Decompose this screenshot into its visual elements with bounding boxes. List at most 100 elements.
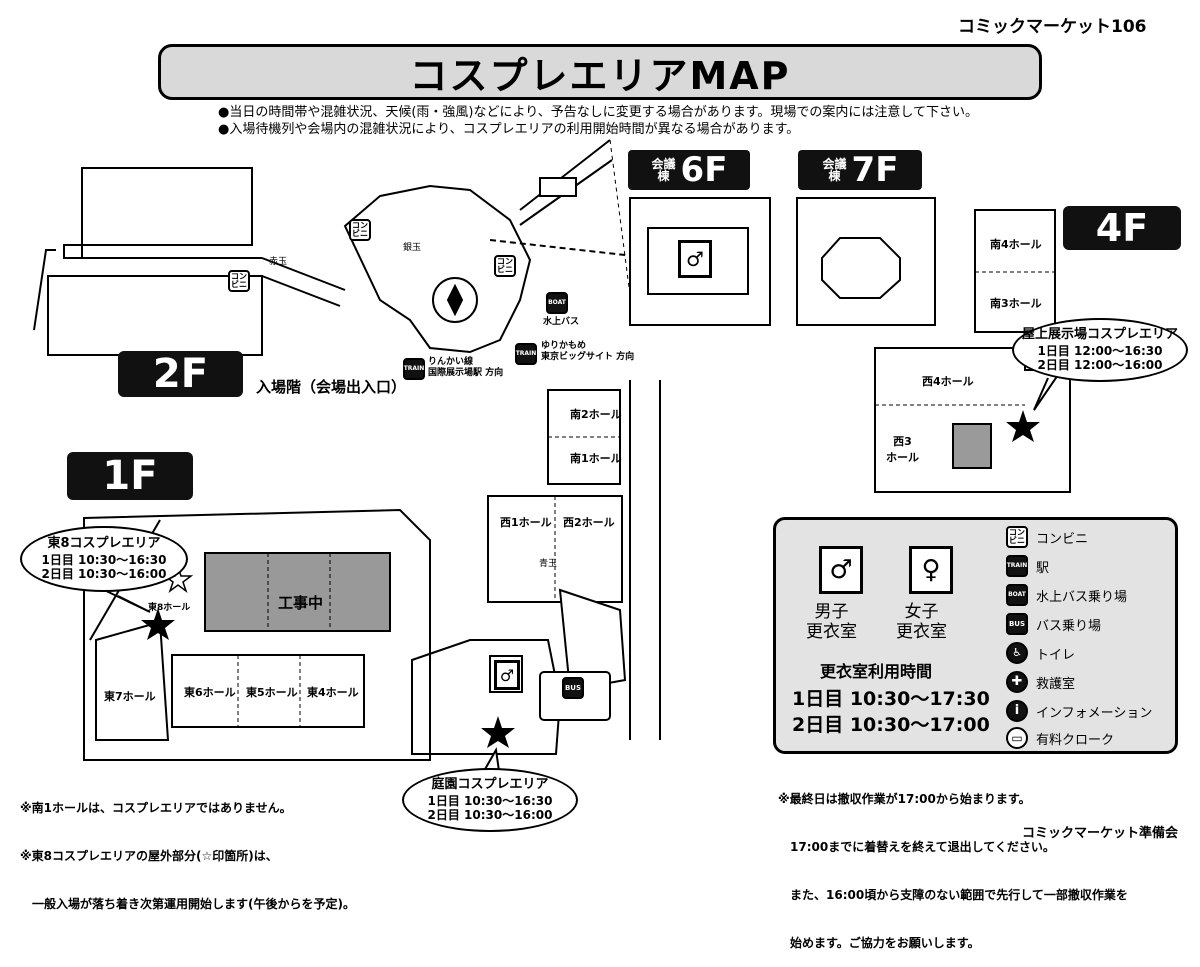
legend-item-toilet: ♿ トイレ (1006, 642, 1075, 664)
map-east-hall-7-8 (95, 620, 170, 741)
floor-6f-label: 6F (680, 150, 728, 190)
changing-room-hours-day1: 1日目 10:30～17:30 (792, 688, 990, 710)
convenience-store-icon: コンビニ (228, 270, 250, 292)
male-changing-room-icon: ♂ (494, 660, 520, 690)
garden-area-bubble: 庭園コスプレエリア 1日目 10:30～16:30 2日目 10:30～16:0… (402, 768, 578, 832)
footnotes-left: ※南1ホールは、コスプレエリアではありません。 ※東8コスプレエリアの屋外部分(… (20, 768, 355, 928)
footnote-right-3: また、16:00頃から支障のない範囲で先行して一部撤収作業を (778, 888, 1128, 902)
floor-2f-caption: 入場階（会場出入口） (256, 378, 407, 396)
conv-line1: コン (497, 257, 513, 266)
conference-6f-badge: 会議棟 6F (628, 150, 750, 190)
east8-area-bubble: 東8コスプレエリア 1日目 10:30～16:30 2日目 10:30～16:0… (20, 526, 188, 592)
legend-panel: ♂ 男子 更衣室 ♀ 女子 更衣室 更衣室利用時間 1日目 10:30～17:3… (773, 517, 1178, 754)
footnote-right-1: ※最終日は撤収作業が17:00から始まります。 (778, 792, 1031, 806)
rooftop-area-star (1006, 410, 1040, 442)
conference-label: 会議棟 (822, 157, 847, 183)
legend-label-cloakroom: 有料クローク (1036, 732, 1115, 748)
hall-nishi2: 西2ホール (563, 516, 615, 529)
east8-area-star (141, 608, 175, 640)
footnote-left-3: 一般入場が落ち着き次第運用開始します(午後からを予定)。 (20, 897, 355, 911)
notice-1: ●当日の時間帯や混雑状況、天候(雨・強風)などにより、予告なしに変更する場合があ… (218, 105, 979, 120)
convenience-store-icon: コンビニ (1006, 526, 1028, 548)
legend-label-toilet: トイレ (1036, 647, 1076, 663)
conv-line2: ビニ (231, 280, 247, 289)
male-changing-room-label: 男子 更衣室 (806, 602, 857, 642)
map-2f-east-building (63, 167, 253, 259)
legend-item-water-bus: BOAT 水上バス乗り場 (1006, 584, 1127, 606)
bus-icon: BUS (562, 677, 584, 699)
map-4f-south-halls (974, 209, 1056, 333)
first-aid-icon: ✚ (1006, 671, 1028, 693)
map-2f-east-edge (33, 249, 56, 331)
legend-item-bus: BUS バス乗り場 (1006, 613, 1101, 635)
east8-area-day1: 1日目 10:30～16:30 (41, 553, 167, 567)
legend-label-bus: バス乗り場 (1036, 618, 1102, 634)
rinkai-line-label: りんかい線 国際展示場駅 方向 (428, 357, 503, 379)
legend-label-first-aid: 救護室 (1036, 676, 1076, 692)
legend-item-first-aid: ✚ 救護室 (1006, 671, 1075, 693)
aodama-label: 青玉 (539, 559, 558, 569)
yurikamome-direction: 東京ビッグサイト 方向 (541, 352, 635, 362)
yurikamome-line: ゆりかもめ (541, 341, 587, 351)
conv-line1: コン (1009, 528, 1025, 537)
conv-line2: ビニ (352, 229, 368, 238)
map-2f-east-lower (47, 275, 263, 356)
hall-nishi4: 西4ホール (922, 375, 974, 388)
organizer-name: コミックマーケット準備会 (1022, 826, 1179, 841)
female-changing-room-label: 女子 更衣室 (896, 602, 947, 642)
changing-room-hours-title: 更衣室利用時間 (820, 662, 933, 681)
rooftop-area-bubble: 屋上展示場コスプレエリア 1日目 12:00～16:30 2日目 12:00～1… (1012, 318, 1188, 382)
page-title: コスプレエリアMAP (158, 44, 1042, 100)
hall-higashi7: 東7ホール (104, 690, 156, 703)
hall-higashi5: 東5ホール (246, 686, 298, 699)
hall-minami4: 南4ホール (990, 238, 1042, 251)
footnote-right-4: 始めます。ご協力をお願いします。 (778, 936, 980, 950)
floor-7f-label: 7F (851, 150, 899, 190)
legend-label-convenience: コンビニ (1036, 531, 1089, 547)
map-1f-garden (411, 639, 562, 755)
changing-room-hours-day2: 2日目 10:30～17:00 (792, 714, 990, 736)
rinkai-line: りんかい線 (428, 357, 474, 367)
male-label-line2: 更衣室 (806, 622, 857, 642)
female-label-line1: 女子 (904, 602, 939, 622)
hall-minami2: 南2ホール (570, 408, 622, 421)
garden-area-name: 庭園コスプレエリア (431, 777, 549, 792)
legend-label-water-bus: 水上バス乗り場 (1036, 589, 1128, 605)
female-changing-room-icon: ♀ (909, 546, 953, 594)
notice-list: ●当日の時間帯や混雑状況、天候(雨・強風)などにより、予告なしに変更する場合があ… (218, 104, 978, 138)
hall-nishi3-line2: ホール (886, 451, 919, 464)
hall-nishi3: 西3 ホール (886, 433, 919, 465)
train-icon: TRAIN (403, 358, 425, 380)
hall-minami1: 南1ホール (570, 452, 622, 465)
floor-2f-badge: 2F (118, 351, 243, 397)
legend-item-convenience: コンビニ コンビニ (1006, 526, 1088, 548)
conv-line2: ビニ (1009, 536, 1025, 545)
bus-icon: BUS (1006, 613, 1028, 635)
boat-icon: BOAT (546, 292, 568, 314)
hall-nishi1: 西1ホール (500, 516, 552, 529)
event-name: コミックマーケット106 (958, 17, 1147, 37)
legend-item-station: TRAIN 駅 (1006, 555, 1049, 577)
rooftop-area-day2: 2日目 12:00～16:00 (1037, 358, 1163, 372)
convenience-store-icon: コンビニ (349, 219, 371, 241)
water-bus-label: 水上バス (543, 317, 580, 327)
garden-area-day2: 2日目 10:30～16:00 (427, 808, 553, 822)
garden-area-star (481, 716, 515, 748)
train-icon: TRAIN (515, 343, 537, 365)
train-icon: TRAIN (1006, 555, 1028, 577)
garden-area-day1: 1日目 10:30～16:30 (427, 794, 553, 808)
convenience-store-icon: コンビニ (494, 255, 516, 277)
construction-label: 工事中 (278, 594, 324, 612)
akadama-label: 赤玉 (269, 257, 288, 267)
conference-label: 会議棟 (651, 157, 676, 183)
hall-higashi8: 東8ホール (148, 603, 191, 613)
cloakroom-icon: ▭ (1006, 727, 1028, 749)
map-east-halls-4-6 (171, 654, 365, 728)
legend-label-station: 駅 (1036, 560, 1050, 576)
conv-line1: コン (352, 221, 368, 230)
map-1f-east-outline (83, 508, 431, 761)
legend-item-information: i インフォメーション (1006, 700, 1152, 722)
hall-higashi6: 東6ホール (184, 686, 236, 699)
hall-nishi3-line1: 西3 (893, 435, 912, 448)
notice-2: ●入場待機列や会場内の混雑状況により、コスプレエリアの利用開始時間が異なる場合が… (218, 122, 800, 137)
